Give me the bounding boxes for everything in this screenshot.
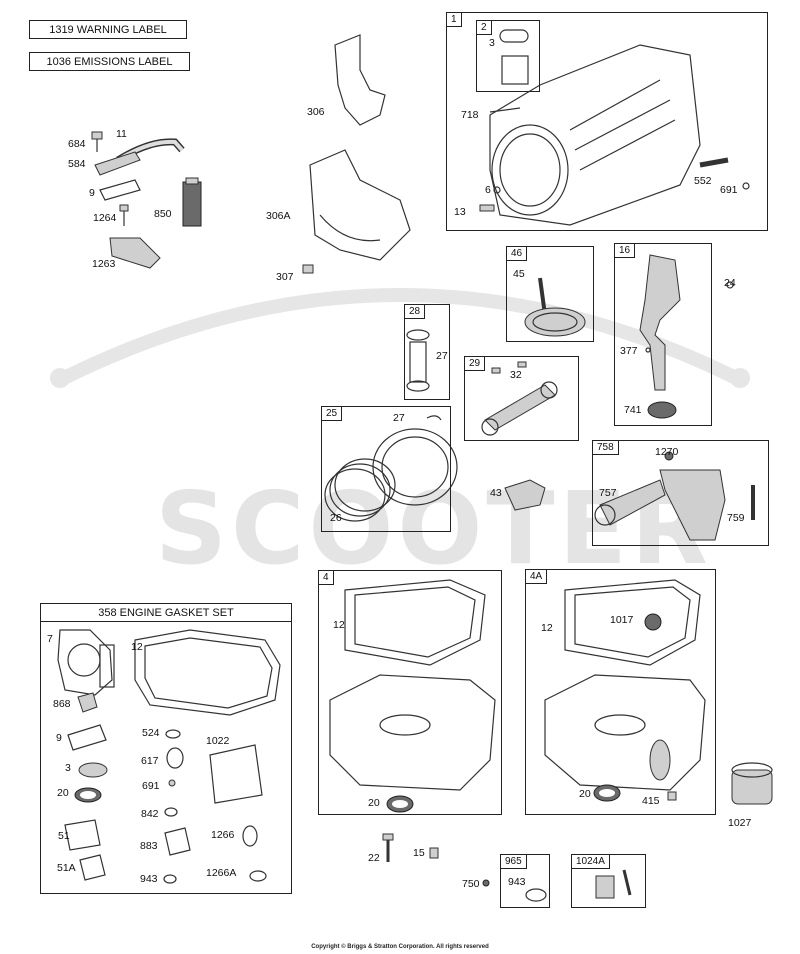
part-1266: 1266 — [211, 829, 235, 841]
warning-label-text: 1319 WARNING LABEL — [49, 23, 167, 36]
part-943-group965: 943 — [508, 876, 526, 888]
part-45: 45 — [513, 268, 525, 280]
part-32: 32 — [510, 369, 522, 381]
part-51: 51 — [58, 830, 70, 842]
part-12-gasket: 12 — [131, 641, 143, 653]
part-7: 7 — [47, 633, 53, 645]
part-524: 524 — [142, 727, 160, 739]
part-552: 552 — [694, 175, 712, 187]
part-27-pin: 27 — [436, 350, 448, 362]
part-750: 750 — [462, 878, 480, 890]
gasket-set-title: 358 ENGINE GASKET SET — [41, 604, 291, 622]
part-584: 584 — [68, 158, 86, 170]
part-26: 26 — [330, 512, 342, 524]
emissions-label-text: 1036 EMISSIONS LABEL — [46, 55, 173, 68]
group-4-box: 4 — [318, 570, 502, 815]
group-758-box: 758 — [592, 440, 769, 546]
group-28-tag: 28 — [404, 304, 426, 319]
group-965-box: 965 — [500, 854, 550, 908]
part-24: 24 — [724, 277, 736, 289]
group-46-box: 46 — [506, 246, 594, 342]
part-842: 842 — [141, 808, 159, 820]
group-4-tag: 4 — [318, 570, 334, 585]
part-13: 13 — [454, 206, 466, 218]
part-415: 415 — [642, 795, 660, 807]
part-718: 718 — [461, 109, 479, 121]
group-29-tag: 29 — [464, 356, 486, 371]
part-6: 6 — [485, 184, 491, 196]
part-850: 850 — [154, 208, 172, 220]
group-758-tag: 758 — [592, 440, 619, 455]
part-20-gasket: 20 — [57, 787, 69, 799]
watermark-text: SCOOTER — [155, 470, 712, 587]
part-1022: 1022 — [206, 735, 230, 747]
group-4a-box: 4A — [525, 569, 716, 815]
part-1266a: 1266A — [206, 867, 237, 879]
group-2-tag: 2 — [476, 20, 492, 35]
part-12-sump4: 12 — [333, 619, 345, 631]
group-29-box: 29 — [464, 356, 579, 441]
group-46-tag: 46 — [506, 246, 528, 261]
part-306: 306 — [307, 106, 325, 118]
part-20-sump4a: 20 — [579, 788, 591, 800]
part-1027: 1027 — [728, 817, 752, 829]
part-943-gasket: 943 — [140, 873, 158, 885]
part-883: 883 — [140, 840, 158, 852]
part-377: 377 — [620, 345, 638, 357]
part-1264: 1264 — [93, 212, 117, 224]
group-1024a-box: 1024A — [571, 854, 646, 908]
part-759: 759 — [727, 512, 745, 524]
part-12-sump4a: 12 — [541, 622, 553, 634]
part-9-top: 9 — [89, 187, 95, 199]
part-1017: 1017 — [610, 614, 634, 626]
part-11: 11 — [116, 128, 127, 140]
part-3-top: 3 — [489, 37, 495, 49]
part-684: 684 — [68, 138, 86, 150]
part-9-gasket: 9 — [56, 732, 62, 744]
part-868: 868 — [53, 698, 71, 710]
part-15: 15 — [413, 847, 425, 859]
group-1-box: 1 — [446, 12, 768, 231]
part-691-top: 691 — [720, 184, 738, 196]
part-757: 757 — [599, 487, 617, 499]
part-22: 22 — [368, 852, 380, 864]
group-16-tag: 16 — [614, 243, 636, 258]
warning-label-box: 1319 WARNING LABEL — [29, 20, 187, 39]
gasket-set-box: 358 ENGINE GASKET SET — [40, 603, 292, 894]
group-25-box: 25 — [321, 406, 451, 532]
part-27-piston: 27 — [393, 412, 405, 424]
group-1-tag: 1 — [446, 12, 462, 27]
part-51a: 51A — [57, 862, 76, 874]
part-3-gasket: 3 — [65, 762, 71, 774]
group-2-box: 2 — [476, 20, 540, 92]
part-1263: 1263 — [92, 258, 116, 270]
group-25-tag: 25 — [321, 406, 343, 421]
group-1024a-tag: 1024A — [571, 854, 610, 869]
group-28-box: 28 — [404, 304, 450, 400]
emissions-label-box: 1036 EMISSIONS LABEL — [29, 52, 190, 71]
part-306a: 306A — [266, 210, 291, 222]
part-617: 617 — [141, 755, 159, 767]
part-43: 43 — [490, 487, 502, 499]
part-691-gasket: 691 — [142, 780, 160, 792]
copyright-text: Copyright © Briggs & Stratton Corporatio… — [311, 944, 489, 950]
part-741: 741 — [624, 404, 642, 416]
group-4a-tag: 4A — [525, 569, 548, 584]
part-307: 307 — [276, 271, 294, 283]
group-965-tag: 965 — [500, 854, 527, 869]
part-1270: 1270 — [655, 446, 679, 458]
part-20-sump4: 20 — [368, 797, 380, 809]
group-16-box: 16 — [614, 243, 712, 426]
